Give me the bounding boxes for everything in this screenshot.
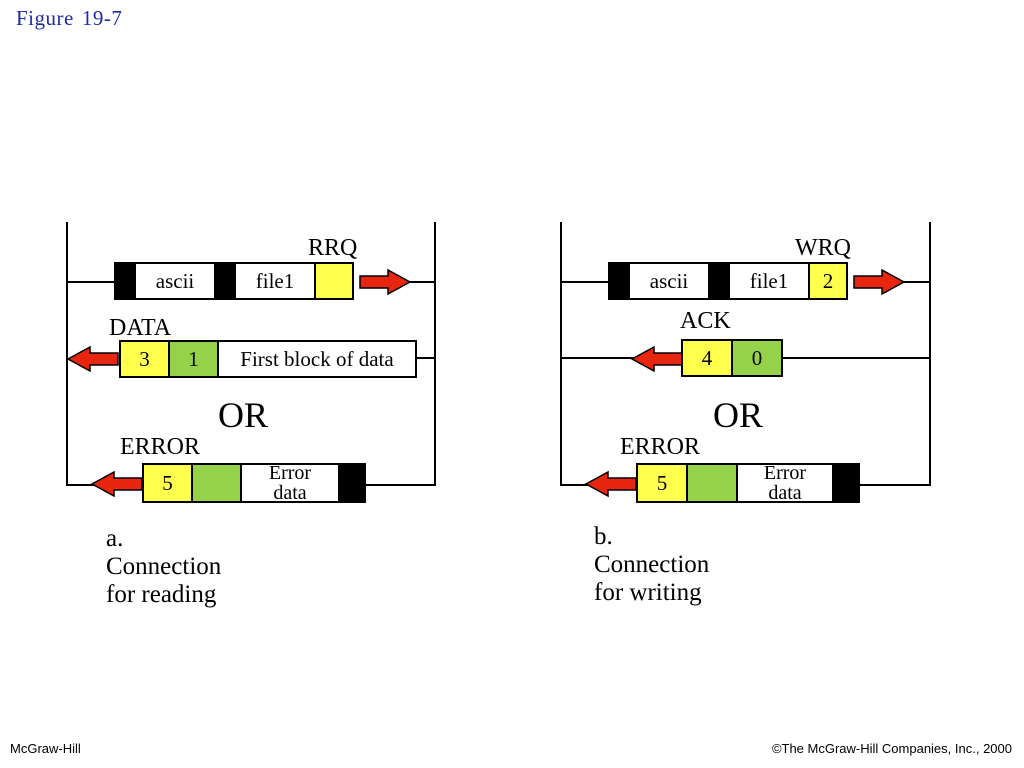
error-line-left	[66, 484, 96, 486]
arrow-right-icon	[359, 268, 412, 296]
figure-number: 19-7	[81, 6, 123, 30]
rrq-label: RRQ	[308, 235, 358, 261]
data-opcode-field: 3	[121, 342, 170, 376]
figure-word: Figure	[16, 6, 74, 30]
wrq-file-field: file1	[730, 264, 810, 298]
wrq-separator	[710, 264, 730, 298]
wrq-header-block	[610, 264, 630, 298]
ack-block-field: 0	[733, 341, 781, 375]
error-line-right	[860, 484, 931, 486]
error-data-line1: Error	[268, 462, 312, 484]
arrow-left-icon	[66, 345, 119, 373]
figure-title: Figure 19-7	[16, 6, 130, 31]
caption-writing: b. Connection for writing	[594, 523, 710, 606]
error-line-right	[366, 484, 436, 486]
or-label: OR	[218, 395, 269, 435]
publisher-label: McGraw-Hill	[10, 741, 81, 756]
ack-line-right	[783, 357, 931, 359]
caption-reading: a. Connection for reading	[106, 525, 222, 608]
ack-packet: 4 0	[681, 339, 783, 377]
arrow-right-icon	[853, 268, 906, 296]
data-block-field: 1	[170, 342, 219, 376]
arrow-left-icon	[630, 345, 683, 373]
ack-label: ACK	[680, 308, 731, 334]
arrow-left-icon	[584, 470, 637, 498]
data-packet: 3 1 First block of data	[119, 340, 417, 378]
client-timeline	[560, 222, 562, 486]
error-packet: 5 Error data	[636, 463, 860, 503]
error-packet: 5 Error data	[142, 463, 366, 503]
error-code-field	[688, 465, 738, 501]
rrq-packet: ascii file1	[114, 262, 354, 300]
error-label: ERROR	[120, 434, 201, 460]
server-timeline	[434, 222, 436, 486]
rrq-mode-field: ascii	[136, 264, 216, 298]
error-line-left	[560, 484, 590, 486]
wrq-mode-field: ascii	[630, 264, 710, 298]
ack-opcode-field: 4	[683, 341, 733, 375]
error-data-field: Error data	[242, 462, 340, 504]
copyright-notice: ©The McGraw-Hill Companies, Inc., 2000	[771, 741, 1012, 756]
rrq-file-field: file1	[236, 264, 316, 298]
data-label: DATA	[109, 315, 172, 341]
wrq-label: WRQ	[795, 235, 851, 261]
rrq-separator	[216, 264, 236, 298]
error-terminator	[834, 465, 858, 501]
error-opcode-field: 5	[144, 465, 193, 501]
error-label: ERROR	[620, 434, 701, 460]
error-data-line2: data	[768, 482, 802, 504]
rrq-line-left	[66, 281, 116, 283]
wrq-packet: ascii file1 2	[608, 262, 848, 300]
error-data-field: Error data	[738, 462, 834, 504]
ack-line-left	[560, 357, 636, 359]
wrq-line-right	[904, 281, 931, 283]
error-opcode-field: 5	[638, 465, 688, 501]
rrq-opcode-field	[316, 264, 352, 298]
error-data-line1: Error	[763, 462, 807, 484]
wrq-opcode-field: 2	[810, 264, 846, 298]
client-timeline	[66, 222, 68, 486]
error-terminator	[340, 465, 364, 501]
or-label: OR	[713, 395, 764, 435]
error-data-line2: data	[273, 482, 307, 504]
data-content-field: First block of data	[219, 342, 415, 376]
error-code-field	[193, 465, 242, 501]
rrq-line-right	[410, 281, 436, 283]
wrq-line-left	[560, 281, 610, 283]
server-timeline	[929, 222, 931, 486]
data-line-right	[417, 357, 435, 359]
rrq-header-block	[116, 264, 136, 298]
arrow-left-icon	[90, 470, 143, 498]
